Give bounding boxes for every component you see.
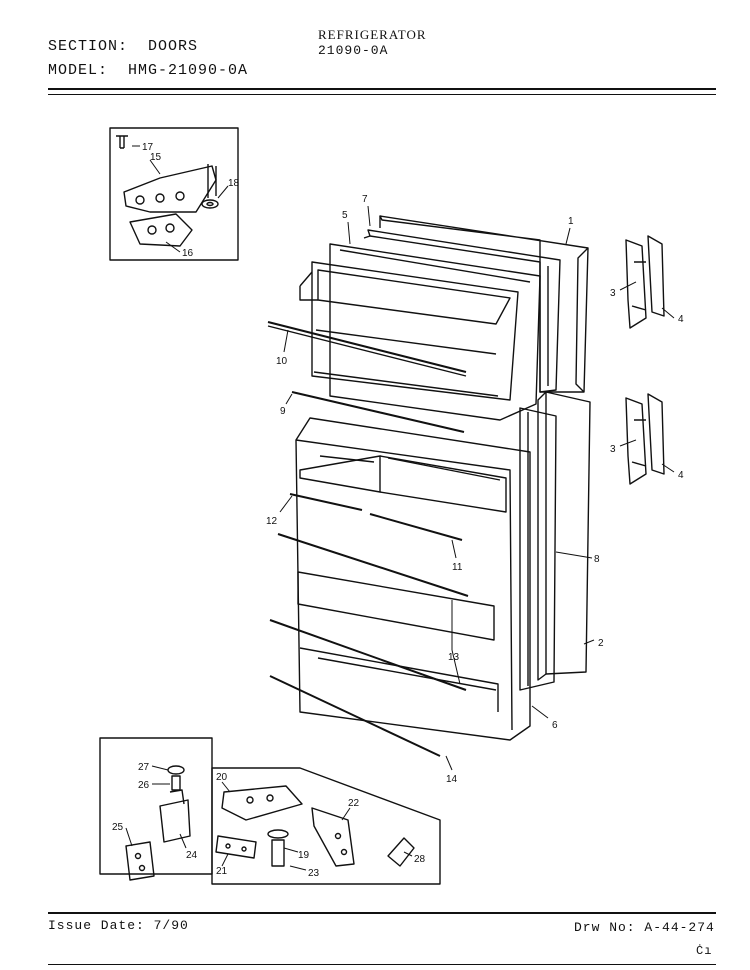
callout-7: 7: [362, 194, 368, 205]
part-20-bottom-hinge: [221, 785, 303, 821]
part-5-freezer-door-liner: [299, 243, 541, 421]
footer-rule-bottom: [48, 964, 716, 965]
part-10-shelf-rail-edge: [267, 325, 467, 377]
callout-8: 8: [594, 554, 600, 565]
callout-3-bottom: 3: [610, 444, 616, 455]
callout-6: 6: [552, 720, 558, 731]
fresh-food-handle-assembly: [625, 393, 665, 485]
callout-9: 9: [280, 406, 286, 417]
part-21-shim: [215, 835, 257, 859]
callout-26: 26: [138, 780, 150, 791]
section-label: SECTION:: [48, 38, 129, 55]
part-13-shelf-rail-upper: [277, 533, 469, 597]
callout-12: 12: [266, 516, 278, 527]
callout-3-top: 3: [610, 288, 616, 299]
top-hinge-inset-box: [109, 127, 239, 261]
header-rule-bottom: [48, 94, 716, 95]
section-line: SECTION: DOORS: [48, 38, 198, 55]
part-17-screw: [116, 135, 128, 149]
part-22-hinge-plate: [311, 807, 355, 867]
product-name: REFRIGERATOR: [318, 27, 427, 42]
model-value: HMG-21090-0A: [128, 62, 249, 79]
callout-14: 14: [446, 774, 458, 785]
callout-20: 20: [216, 772, 228, 783]
part-18-washer: [201, 199, 219, 209]
footer-rule-top: [48, 912, 716, 914]
part-19-hinge-pin: [267, 829, 289, 867]
part-26-bushing: [171, 775, 181, 791]
callout-11: 11: [452, 562, 463, 573]
callout-21: 21: [216, 866, 228, 877]
callout-5: 5: [342, 210, 348, 221]
callout-19: 19: [298, 850, 310, 861]
part-11-shelf-rail: [369, 513, 463, 541]
part-14-shelf-rail: [269, 675, 441, 757]
part-28-clip: [387, 837, 415, 867]
part-12-shelf-rail: [289, 493, 363, 511]
callout-17: 17: [142, 142, 154, 153]
part-25-hinge-plate: [125, 841, 155, 881]
part-15-hinge-plate: [123, 164, 217, 213]
freezer-handle-assembly: [625, 235, 665, 329]
part-24-hinge-bracket: [159, 789, 191, 843]
bottom-right-inset-box: [211, 767, 441, 885]
header-rule-top: [48, 88, 716, 90]
callout-2: 2: [598, 638, 604, 649]
part-8-fresh-food-gasket: [519, 407, 557, 691]
callout-4-bottom: 4: [678, 470, 684, 481]
part-9-shelf-rail: [291, 391, 465, 433]
part-16-hinge-shim: [129, 213, 193, 247]
part-10-shelf-rail: [267, 321, 467, 373]
callout-27: 27: [138, 762, 150, 773]
issue-date: Issue Date: 7/90: [48, 918, 189, 933]
section-value: DOORS: [148, 38, 199, 55]
callout-10: 10: [276, 356, 288, 367]
part-7-freezer-gasket: [363, 229, 561, 393]
part-13-shelf-rail-lower: [269, 619, 467, 691]
part-2-fresh-food-door-panel: [537, 391, 591, 681]
callout-15: 15: [150, 152, 162, 163]
drawing-number: Drw No: A-44-274: [574, 920, 715, 935]
model-line: MODEL: HMG-21090-0A: [48, 62, 248, 79]
part-27-washer: [167, 765, 185, 775]
callout-13: 13: [448, 652, 460, 663]
callout-28: 28: [414, 854, 426, 865]
callout-25: 25: [112, 822, 124, 833]
callout-22: 22: [348, 798, 360, 809]
callout-4-top: 4: [678, 314, 684, 325]
corner-mark: Ċı: [696, 944, 713, 958]
part-6-fresh-food-door-liner: [295, 417, 531, 741]
callout-16: 16: [182, 248, 194, 259]
product-number: 21090-0A: [318, 43, 389, 58]
callout-23: 23: [308, 868, 320, 879]
callout-1: 1: [568, 216, 574, 227]
callout-18: 18: [228, 178, 240, 189]
callout-24: 24: [186, 850, 198, 861]
model-label: MODEL:: [48, 62, 109, 79]
leader-lines: [125, 145, 675, 871]
